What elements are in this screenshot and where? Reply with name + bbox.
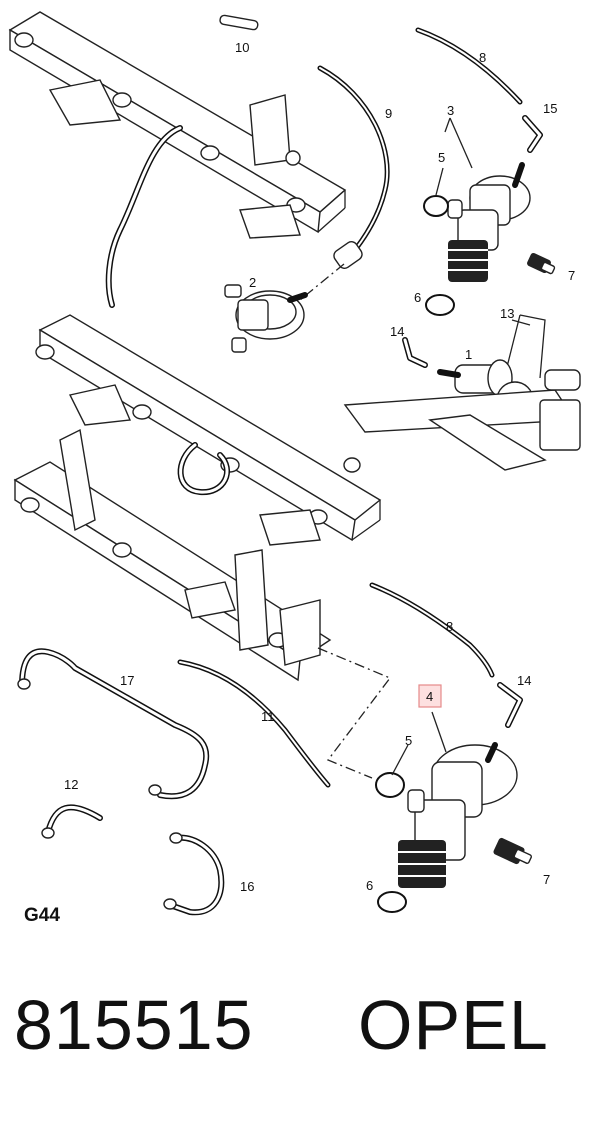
right-manifold-bracket xyxy=(343,369,581,471)
callout-7-lower: 7 xyxy=(543,872,550,887)
part-9-hose xyxy=(317,65,390,265)
callout-5-upper: 5 xyxy=(438,150,445,165)
part-8-lower-hose xyxy=(369,582,495,678)
part-16-pipe xyxy=(167,834,225,916)
brand-name: OPEL xyxy=(358,986,549,1064)
callout-9: 9 xyxy=(385,106,392,121)
callout-8-lower: 8 xyxy=(446,619,453,634)
callout-11: 11 xyxy=(261,709,275,724)
callout-1: 1 xyxy=(465,347,472,362)
part-6-upper-o-ring xyxy=(425,294,455,316)
callout-16: 16 xyxy=(240,879,254,894)
highlight-box xyxy=(418,684,442,708)
part-7-lower-bolt xyxy=(493,837,532,865)
callout-8-upper: 8 xyxy=(479,50,486,65)
figure-code: G44 xyxy=(24,905,60,926)
part-5-upper-o-ring xyxy=(423,195,449,217)
part-17-pipe xyxy=(19,648,210,800)
callout-14-upper: 14 xyxy=(390,324,404,339)
part-8-upper-hose xyxy=(415,27,523,105)
callout-5-lower: 5 xyxy=(405,733,412,748)
callout-labels: 10 8 9 3 15 5 7 2 6 13 14 1 8 17 14 4 11… xyxy=(64,40,575,894)
callout-7-upper: 7 xyxy=(568,268,575,283)
callout-13: 13 xyxy=(500,306,514,321)
callout-3: 3 xyxy=(447,103,454,118)
part-4-lower-regulator xyxy=(398,742,518,888)
callout-6-upper: 6 xyxy=(414,290,421,305)
part-6-lower-o-ring xyxy=(377,891,407,913)
part-10-pin xyxy=(219,14,259,31)
part-number: 815515 xyxy=(14,986,254,1064)
part-2-pressure-regulator xyxy=(224,284,308,353)
lower-fuel-rail xyxy=(13,428,332,682)
callout-4: 4 xyxy=(426,689,433,704)
part-7-upper-bolt xyxy=(527,252,556,275)
upper-fuel-rail xyxy=(8,11,347,239)
callout-6-lower: 6 xyxy=(366,878,373,893)
part-5-lower-o-ring xyxy=(375,772,405,798)
upper-return-pipe xyxy=(105,125,183,308)
callout-2: 2 xyxy=(249,275,256,290)
callout-17: 17 xyxy=(120,673,134,688)
callout-14-lower: 14 xyxy=(517,673,531,688)
callout-15: 15 xyxy=(543,101,557,116)
middle-fuel-rail xyxy=(35,314,382,546)
callout-12: 12 xyxy=(64,777,78,792)
leader-lines xyxy=(391,117,473,776)
callout-10: 10 xyxy=(235,40,249,55)
part-12-elbow xyxy=(45,804,103,835)
part-3-upper-regulator xyxy=(447,162,531,282)
